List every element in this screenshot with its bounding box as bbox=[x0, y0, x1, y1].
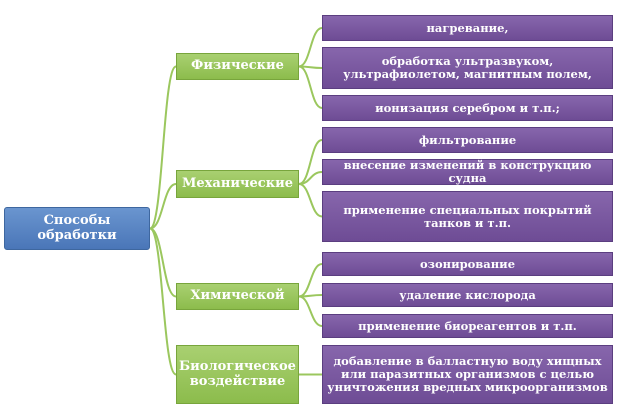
method-oxygen-removal: удаление кислорода bbox=[322, 283, 613, 307]
method-silver-ionization: ионизация серебром и т.п.; bbox=[322, 95, 613, 121]
method-ozonation: озонирование bbox=[322, 252, 613, 276]
method-filtration: фильтрование bbox=[322, 127, 613, 153]
category-to-method-connector bbox=[298, 263, 323, 298]
method-predator-organisms: добавление в балластную воду хищных или … bbox=[322, 345, 613, 404]
method-tank-coatings: применение специальных покрытий танков и… bbox=[322, 191, 613, 242]
root-to-category-connector bbox=[149, 227, 177, 298]
category-to-method-connector bbox=[298, 27, 323, 68]
root-to-category-connector bbox=[149, 227, 177, 376]
category-physical: Физические bbox=[176, 53, 299, 80]
category-chemical: Химической bbox=[176, 283, 299, 310]
method-bioreagents: применение биореагентов и т.п. bbox=[322, 314, 613, 338]
root-to-category-connector bbox=[149, 65, 177, 230]
method-ultrasound-uv-magnetic: обработка ультразвуком, ультрафиолетом, … bbox=[322, 47, 613, 89]
root-node: Способы обработки bbox=[4, 207, 150, 250]
root-to-category-connector bbox=[149, 183, 177, 230]
category-mechanical: Механические bbox=[176, 170, 299, 198]
category-to-method-connector bbox=[298, 183, 323, 218]
category-to-method-connector bbox=[298, 65, 323, 109]
method-heating: нагревание, bbox=[322, 15, 613, 41]
category-to-method-connector bbox=[298, 295, 323, 327]
method-ship-design-change: внесение изменений в конструкцию судна bbox=[322, 159, 613, 185]
category-biological: Биологическое воздействие bbox=[176, 345, 299, 404]
